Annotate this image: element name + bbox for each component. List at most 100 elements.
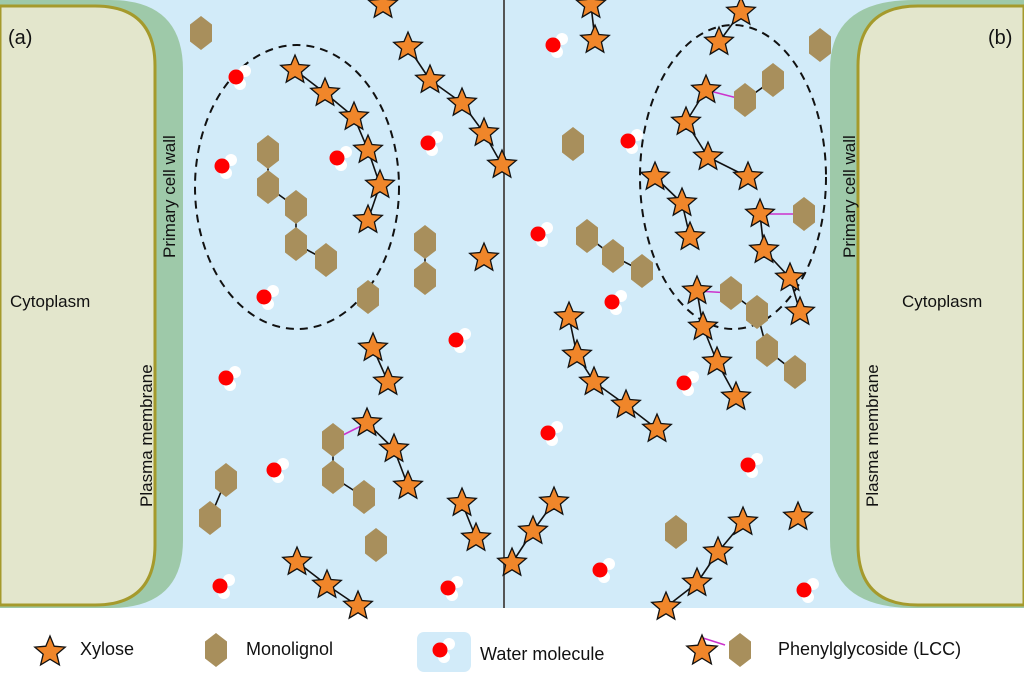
water-molecule <box>256 285 279 310</box>
xylose-star <box>281 545 313 576</box>
left-cytoplasm <box>0 4 157 607</box>
legend: Xylose Monolignol Water molecule Phenylg… <box>33 632 961 672</box>
xylose-star <box>639 160 671 191</box>
water-molecule <box>620 129 643 154</box>
oxygen-atom <box>212 578 228 594</box>
monolignol-hexagon <box>602 239 624 273</box>
water-molecule <box>540 421 563 446</box>
monolignol-hexagon <box>784 355 806 389</box>
xylose-star <box>351 406 383 437</box>
xylose-star <box>311 568 343 599</box>
xylose-star <box>575 0 607 19</box>
water-molecule <box>796 578 819 603</box>
oxygen-atom <box>448 332 464 348</box>
monolignol-hexagon <box>365 528 387 562</box>
monolignol-hexagon <box>720 276 742 310</box>
xylose-star <box>352 203 384 234</box>
xylose-star <box>553 300 585 331</box>
monolignol-hexagon <box>729 633 751 667</box>
oxygen-atom <box>592 562 608 578</box>
xylose-star <box>342 589 374 620</box>
xylose-star <box>720 380 752 411</box>
water-molecule <box>545 33 568 58</box>
water-molecule <box>228 65 251 90</box>
monolignol-hexagon <box>793 197 815 231</box>
monolignol-hexagon <box>665 515 687 549</box>
highlight-ellipse-a <box>194 44 400 330</box>
xylose-star <box>702 535 734 566</box>
xylose-star <box>517 514 549 545</box>
monolignol-hexagon <box>756 333 778 367</box>
xylose-star <box>784 295 816 326</box>
xylose-star <box>378 432 410 463</box>
oxygen-atom <box>256 289 272 305</box>
legend-water-label: Water molecule <box>480 644 604 664</box>
cell-wall-label-a: Primary cell wall <box>160 135 179 258</box>
xylose-star <box>414 63 446 94</box>
right-cytoplasm <box>856 4 1024 607</box>
xylose-star <box>701 345 733 376</box>
oxygen-atom <box>266 462 282 478</box>
xylose-star <box>279 53 311 84</box>
monolignol-hexagon <box>205 633 227 667</box>
monolignol-hexagon <box>190 16 212 50</box>
water-molecule <box>218 366 241 391</box>
monolignol-hexagon <box>762 63 784 97</box>
monolignol-hexagon <box>257 170 279 204</box>
water-molecule <box>448 328 471 353</box>
lcc-bond <box>702 637 726 646</box>
water-molecule <box>432 638 455 663</box>
xylose-star <box>561 338 593 369</box>
monolignol-hexagon <box>576 219 598 253</box>
xylose-star <box>650 590 682 621</box>
water-molecule <box>266 458 289 483</box>
xylose-star <box>538 485 570 516</box>
xylose-star <box>33 634 67 667</box>
oxygen-atom <box>620 133 636 149</box>
water-molecule <box>420 131 443 156</box>
xylose-star <box>774 261 806 292</box>
xylose-star <box>732 160 764 191</box>
xylose-star <box>357 331 389 362</box>
xylose-star <box>725 0 757 26</box>
monolignol-hexagon <box>809 28 831 62</box>
xylose-star <box>666 186 698 217</box>
xylose-star <box>309 76 341 107</box>
monolignol-hexagon <box>734 83 756 117</box>
oxygen-atom <box>540 425 556 441</box>
xylose-star <box>392 30 424 61</box>
oxygen-atom <box>420 135 436 151</box>
oxygen-atom <box>796 582 812 598</box>
monolignol-hexagon <box>414 261 436 295</box>
xylose-star <box>446 86 478 117</box>
oxygen-atom <box>440 580 456 596</box>
cell-wall-label-b: Primary cell wall <box>840 135 859 258</box>
water-molecule <box>592 558 615 583</box>
xylose-star <box>468 241 500 272</box>
monolignol-hexagon <box>322 460 344 494</box>
monolignol-hexagon <box>357 280 379 314</box>
oxygen-atom <box>545 37 561 53</box>
xylose-star <box>685 633 719 666</box>
legend-lcc-label: Phenylglycoside (LCC) <box>778 639 961 659</box>
monolignol-hexagon <box>257 135 279 169</box>
monolignol-hexagon <box>631 254 653 288</box>
water-molecule <box>329 146 352 171</box>
monolignol-hexagon <box>414 225 436 259</box>
cytoplasm-label-b: Cytoplasm <box>902 292 982 311</box>
monolignol-hexagon <box>562 127 584 161</box>
xylose-star <box>460 521 492 552</box>
xylose-star <box>610 388 642 419</box>
xylose-star <box>782 500 814 531</box>
xylose-star <box>690 73 722 104</box>
xylose-star <box>692 140 724 171</box>
monolignol-hexagon <box>199 501 221 535</box>
water-molecule <box>530 222 553 247</box>
oxygen-atom <box>530 226 546 242</box>
xylose-star <box>670 105 702 136</box>
oxygen-atom <box>676 375 692 391</box>
water-molecule <box>440 576 463 601</box>
xylose-star <box>367 0 399 19</box>
